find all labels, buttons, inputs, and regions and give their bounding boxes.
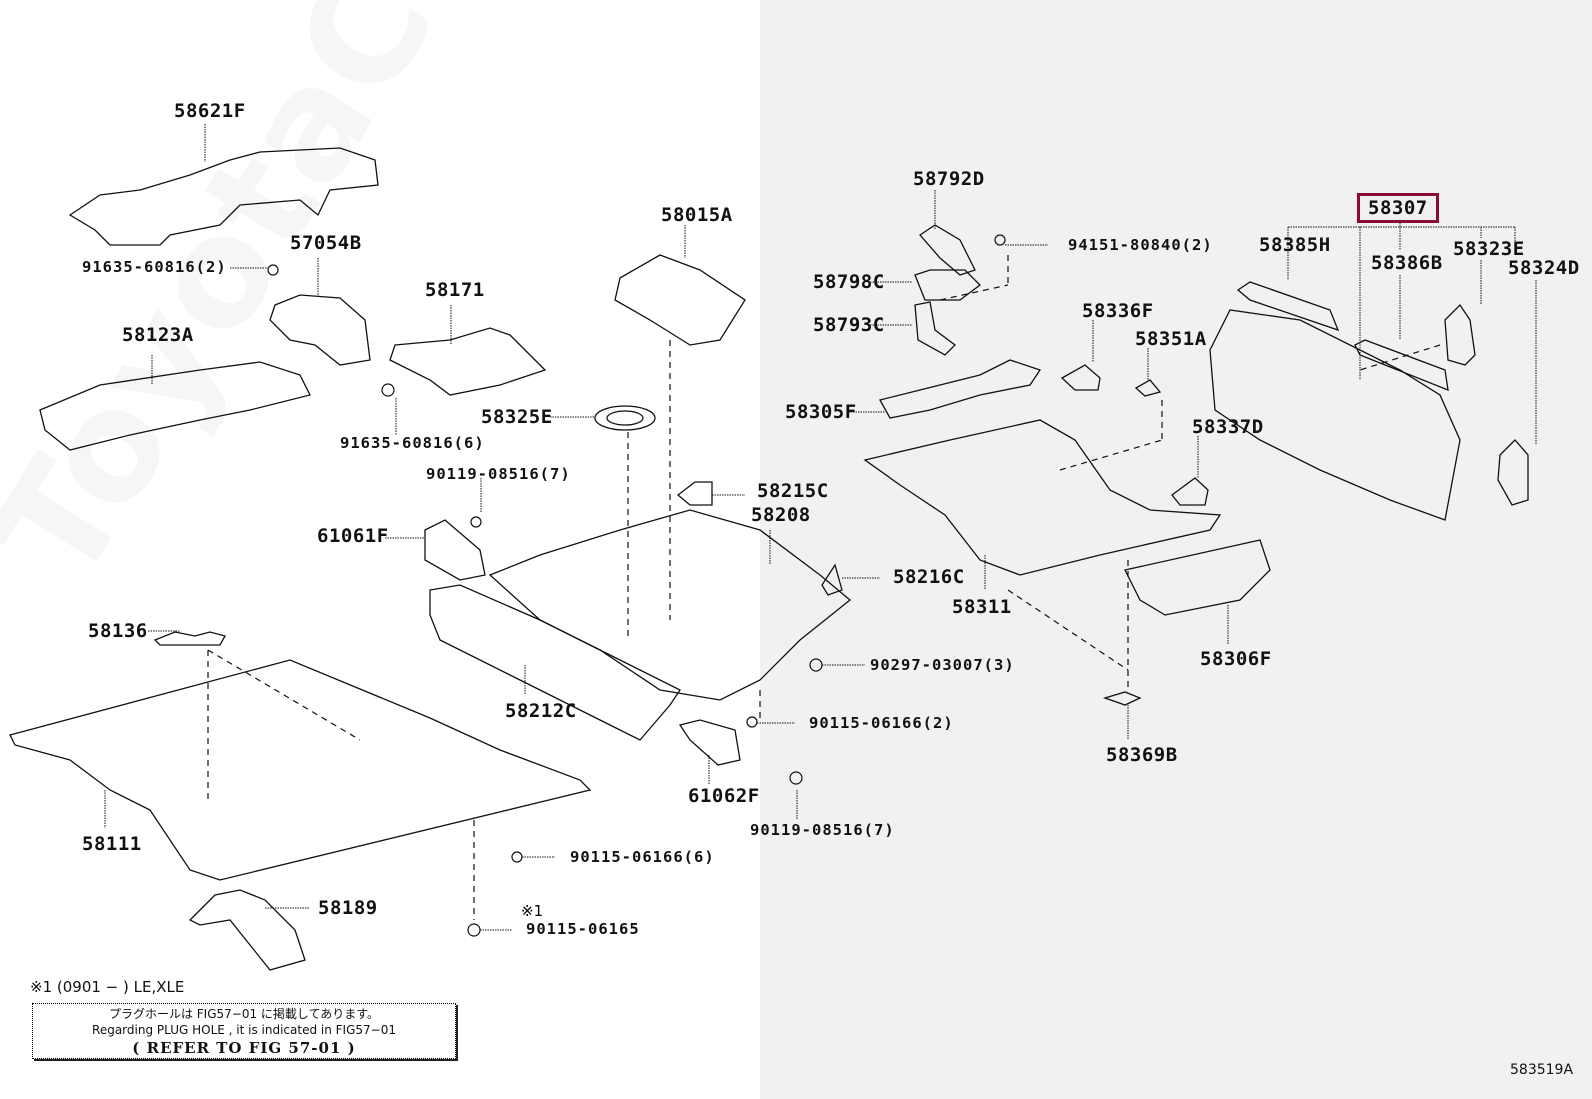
part-label-58171[interactable]: 58171 (425, 279, 485, 301)
part-58792D-shape (919, 224, 976, 276)
part-label-91635-60816-6[interactable]: 91635-60816(6) (340, 434, 485, 452)
part-58798C-shape (914, 269, 981, 301)
part-label-58208[interactable]: 58208 (751, 504, 811, 526)
part-58793C-shape (914, 301, 956, 356)
part-58369B-shape (1102, 691, 1142, 706)
part-58621F-shape (68, 147, 379, 246)
part-58337D-shape (1171, 477, 1209, 506)
part-label-61062F[interactable]: 61062F (688, 785, 760, 807)
part-label-58111[interactable]: 58111 (82, 833, 142, 855)
part-label-58136[interactable]: 58136 (88, 620, 148, 642)
part-58351A-shape (1134, 379, 1162, 397)
part-label-58311[interactable]: 58311 (952, 596, 1012, 618)
part-label-58385H[interactable]: 58385H (1259, 234, 1331, 256)
part-label-90115-06166-2[interactable]: 90115-06166(2) (809, 714, 954, 732)
info-line-reference[interactable]: ( REFER TO FIG 57-01 ) (132, 1039, 356, 1057)
part-label-58015A[interactable]: 58015A (661, 204, 733, 226)
info-box: プラグホールは FIG57−01 に掲載してあります。 Regarding PL… (32, 1003, 456, 1059)
part-58216C-shape (821, 563, 843, 596)
part-label-58325E[interactable]: 58325E (481, 406, 553, 428)
part-58323E-shape (1444, 303, 1476, 366)
part-label-90115-06165[interactable]: 90115-06165 (526, 920, 640, 938)
part-58215C-shape (676, 481, 713, 506)
part-58336F-shape (1060, 364, 1101, 391)
part-label-58792D[interactable]: 58792D (913, 168, 985, 190)
part-58208-shape (488, 509, 852, 701)
part-58123A-shape (39, 361, 311, 451)
part-58306F-shape (1124, 539, 1271, 616)
part-58311-shape (863, 419, 1222, 576)
part-label-58305F[interactable]: 58305F (785, 401, 857, 423)
part-label-57054B[interactable]: 57054B (290, 232, 362, 254)
footnote-marker: ※1 (521, 902, 544, 920)
figure-number: 583519A (1510, 1062, 1574, 1078)
part-label-58215C[interactable]: 58215C (757, 480, 829, 502)
part-58212C-shape (429, 584, 681, 741)
fasteners (267, 234, 1006, 937)
part-label-58793C[interactable]: 58793C (813, 314, 885, 336)
part-58111-shape (9, 659, 592, 881)
right-panel-background (760, 0, 1592, 1099)
part-58386B-shape (1354, 339, 1449, 392)
part-label-94151-80840[interactable]: 94151-80840(2) (1068, 236, 1213, 254)
part-58325E-shape (594, 405, 656, 431)
part-61062F-shape (678, 719, 741, 766)
part-label-58369B[interactable]: 58369B (1106, 744, 1178, 766)
part-label-58323E[interactable]: 58323E (1453, 238, 1525, 260)
info-line-japanese: プラグホールは FIG57−01 に掲載してあります。 (108, 1007, 380, 1021)
part-label-58621F[interactable]: 58621F (174, 100, 246, 122)
part-label-90119-08516-7a[interactable]: 90119-08516(7) (426, 465, 571, 483)
part-label-90115-06166-6[interactable]: 90115-06166(6) (570, 848, 715, 866)
part-label-58386B[interactable]: 58386B (1371, 252, 1443, 274)
part-61061F-shape (424, 519, 486, 581)
part-label-58351A[interactable]: 58351A (1135, 328, 1207, 350)
part-58307-shape (1209, 309, 1461, 521)
part-label-58337D[interactable]: 58337D (1192, 416, 1264, 438)
assembly-lines (207, 255, 1441, 920)
info-line-english: Regarding PLUG HOLE , it is indicated in… (92, 1023, 396, 1037)
part-label-58123A[interactable]: 58123A (122, 324, 194, 346)
part-label-58798C[interactable]: 58798C (813, 271, 885, 293)
leader-lines (104, 124, 1537, 931)
footnote-text: ※1 (0901 − ) LE,XLE (30, 978, 185, 996)
part-58305F-shape (879, 359, 1042, 419)
part-58171-shape (389, 327, 547, 396)
part-58189-shape (188, 889, 306, 971)
part-label-90119-08516-7b[interactable]: 90119-08516(7) (750, 821, 895, 839)
part-label-58336F[interactable]: 58336F (1082, 300, 1154, 322)
part-58136-shape (153, 631, 226, 646)
part-label-58307-highlighted[interactable]: 58307 (1357, 193, 1439, 223)
part-57054B-shape (269, 294, 371, 366)
part-58385H-shape (1236, 281, 1340, 332)
part-58324D-shape (1497, 439, 1529, 506)
part-label-90297-03007[interactable]: 90297-03007(3) (870, 656, 1015, 674)
part-label-58189[interactable]: 58189 (318, 897, 378, 919)
part-label-61061F[interactable]: 61061F (317, 525, 389, 547)
part-label-58324D[interactable]: 58324D (1508, 257, 1580, 279)
part-label-91635-60816-2[interactable]: 91635-60816(2) (82, 258, 227, 276)
part-label-58306F[interactable]: 58306F (1200, 648, 1272, 670)
part-58015A-shape (614, 254, 746, 346)
part-label-58212C[interactable]: 58212C (505, 700, 577, 722)
part-label-58216C[interactable]: 58216C (893, 566, 965, 588)
